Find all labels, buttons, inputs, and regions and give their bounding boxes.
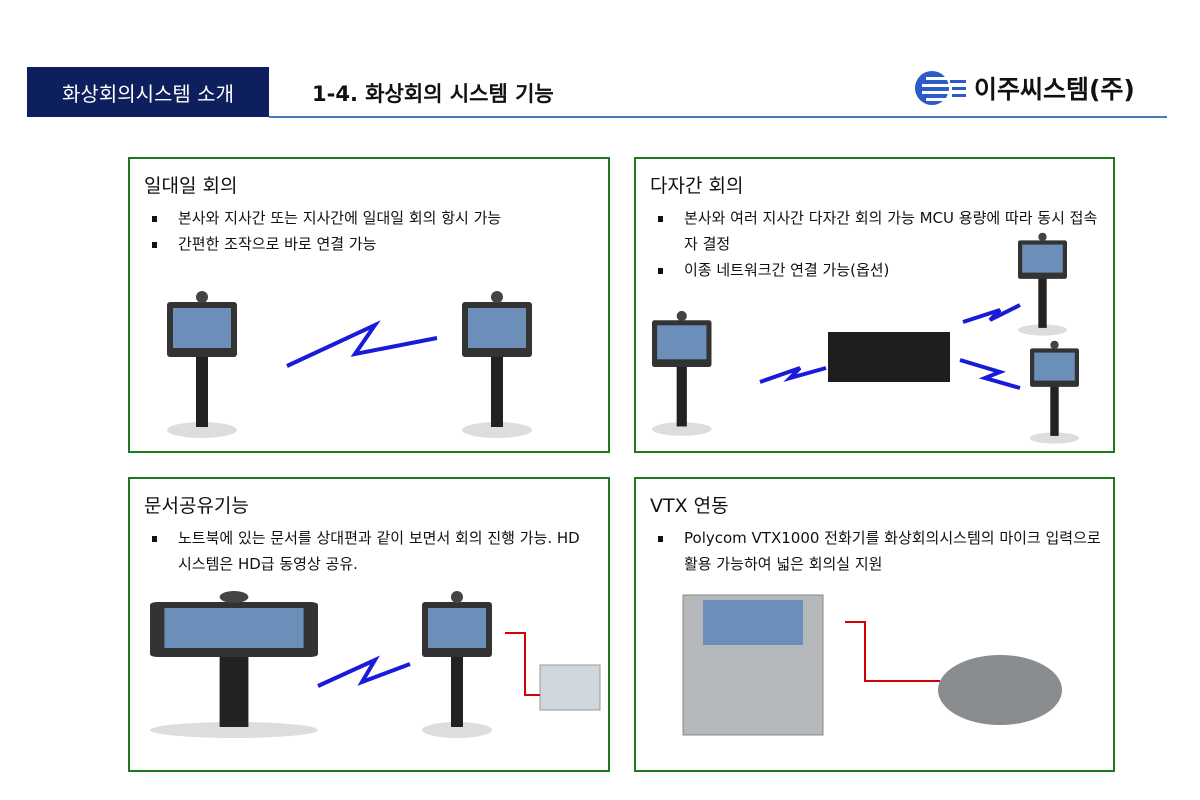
bullet: 본사와 지사간 또는 지사간에 일대일 회의 항시 가능 bbox=[152, 205, 501, 231]
panel-title: 문서공유기능 bbox=[144, 495, 249, 517]
laptop-icon bbox=[539, 664, 601, 711]
bullet: 본사와 여러 지사간 다자간 회의 가능 MCU 용량에 따라 동시 접속자 결… bbox=[658, 205, 1098, 257]
panel-title: 다자간 회의 bbox=[650, 175, 744, 197]
bullet: 이종 네트워크간 연결 가능(옵션) bbox=[658, 257, 1098, 283]
company-logo: 이주씨스템(주) bbox=[912, 68, 1135, 108]
header-divider bbox=[269, 116, 1167, 118]
link-icon bbox=[759, 366, 827, 384]
video-unit-icon bbox=[422, 591, 492, 738]
page-title: 1-4. 화상회의 시스템 기능 bbox=[312, 82, 554, 106]
link-icon bbox=[962, 303, 1021, 324]
video-unit-icon bbox=[167, 291, 237, 438]
section-tag: 화상회의시스템 소개 bbox=[27, 67, 269, 117]
video-unit-icon bbox=[1030, 340, 1079, 444]
logo-globe-icon bbox=[915, 71, 968, 105]
logo-text: 이주씨스템(주) bbox=[974, 75, 1135, 104]
link-icon bbox=[959, 358, 1021, 390]
panel-multipoint: 다자간 회의 본사와 여러 지사간 다자간 회의 가능 MCU 용량에 따라 동… bbox=[634, 157, 1115, 453]
video-unit-icon bbox=[652, 310, 712, 436]
link-icon bbox=[317, 655, 411, 688]
video-unit-icon bbox=[1018, 232, 1067, 336]
link-icon bbox=[286, 320, 438, 368]
panel-title: 일대일 회의 bbox=[144, 175, 238, 197]
bullet: Polycom VTX1000 전화기를 화상회의시스템의 마이크 입력으로 활… bbox=[658, 525, 1108, 577]
conference-phone-icon bbox=[938, 655, 1062, 725]
video-unit-icon bbox=[150, 591, 318, 738]
mcu-icon bbox=[828, 332, 950, 382]
panel-title: VTX 연동 bbox=[650, 495, 729, 517]
cable bbox=[505, 632, 540, 696]
bullet: 간편한 조작으로 바로 연결 가능 bbox=[152, 231, 501, 257]
bullet: 노트북에 있는 문서를 상대편과 같이 보면서 회의 진행 가능. HD시스템은… bbox=[152, 525, 592, 577]
cable bbox=[845, 621, 940, 682]
video-unit-icon bbox=[462, 291, 532, 438]
